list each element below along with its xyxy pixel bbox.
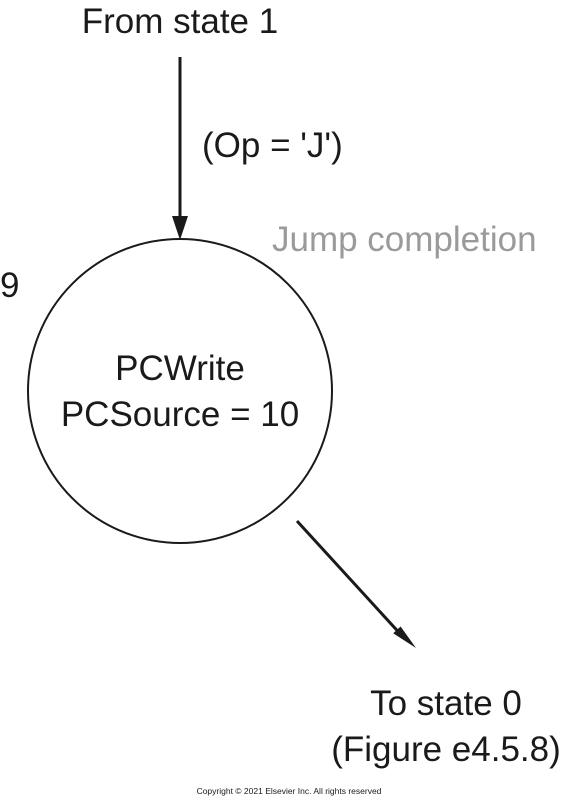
copyright-notice: Copyright © 2021 Elsevier Inc. All right… (197, 786, 382, 796)
state-action-line-2: PCSource = 10 (61, 395, 299, 434)
state-action-line-1: PCWrite (115, 349, 245, 388)
source-state-label: From state 1 (82, 2, 278, 41)
outgoing-transition-arrow (295, 519, 406, 640)
outgoing-arrowhead (393, 626, 416, 648)
transition-condition-label: (Op = 'J') (202, 126, 343, 165)
target-figure-reference: (Figure e4.5.8) (331, 730, 561, 769)
incoming-arrowhead (172, 216, 188, 240)
state-title: Jump completion (272, 220, 537, 259)
target-state-label: To state 0 (370, 684, 522, 723)
state-number: 9 (0, 266, 19, 305)
state-circle (27, 238, 333, 544)
